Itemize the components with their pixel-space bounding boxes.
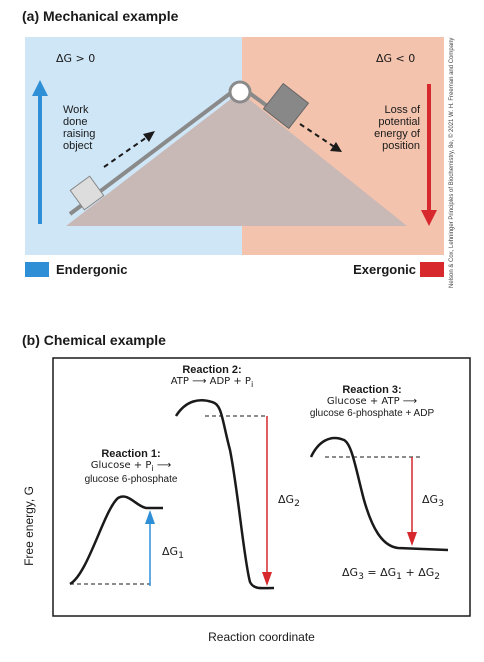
- endergonic-label: Endergonic: [56, 262, 128, 277]
- reaction1-delta-label: ΔG1: [162, 545, 184, 562]
- reaction2-label: Reaction 2: ATP ⟶ ADP + Pi: [170, 364, 254, 389]
- reaction3-label: Reaction 3: Glucose + ATP ⟶ glucose 6-ph…: [309, 384, 435, 419]
- energy-plot-frame: [52, 357, 471, 617]
- exergonic-label: Exergonic: [353, 262, 416, 277]
- y-axis-label: Free energy, G: [22, 486, 36, 566]
- left-delta-label: ΔG > 0: [56, 52, 96, 65]
- panel-a-title: (a) Mechanical example: [22, 8, 179, 24]
- exergonic-swatch: [420, 262, 444, 277]
- credit-line: Nelson & Cox, Lehninger Principles of Bi…: [449, 37, 455, 288]
- hill: [66, 92, 407, 226]
- box-top: [262, 82, 310, 130]
- reaction1-delta-arrow-head: [145, 510, 155, 524]
- dashed-arrow-down-head: [330, 142, 342, 152]
- x-axis-label: Reaction coordinate: [208, 630, 315, 644]
- endergonic-swatch: [25, 262, 49, 277]
- reaction1-label: Reaction 1: Glucose + Pi ⟶ glucose 6-pho…: [84, 448, 178, 485]
- blue-arrow-head: [32, 80, 48, 96]
- reaction3-curve: [309, 436, 449, 552]
- work-done-text: Work done raising object: [63, 104, 96, 152]
- dashed-arrow-up-head: [143, 131, 155, 142]
- box-bottom: [69, 175, 105, 211]
- reaction2-delta-arrow-head: [262, 572, 272, 586]
- reaction2-delta-label: ΔG2: [278, 493, 300, 510]
- panel-b-title: (b) Chemical example: [22, 332, 166, 348]
- red-arrow-head: [421, 210, 437, 226]
- loss-of-energy-text: Loss of potential energy of position: [374, 104, 420, 152]
- reaction1-curve: [69, 495, 163, 586]
- sum-equation: ΔG3 = ΔG1 + ΔG2: [342, 566, 441, 583]
- pulley-icon: [228, 80, 252, 104]
- dashed-arrow-up: [103, 134, 151, 168]
- reaction3-delta-label: ΔG3: [422, 493, 444, 510]
- right-delta-label: ΔG < 0: [376, 52, 416, 65]
- reaction3-delta-arrow-head: [407, 532, 417, 546]
- reaction2-curve: [174, 399, 275, 590]
- dashed-arrow-down: [299, 123, 337, 149]
